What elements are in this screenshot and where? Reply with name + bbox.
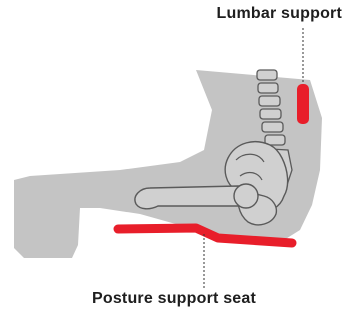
vertebra [259, 96, 280, 106]
femur [135, 186, 250, 209]
vertebra [260, 109, 281, 119]
vertebra [258, 83, 278, 93]
lumbar-support-pad [297, 84, 309, 124]
posture-support-seat-label: Posture support seat [0, 290, 348, 308]
lumbar-support-label: Lumbar support [217, 5, 342, 23]
vertebra [257, 70, 277, 80]
vertebra [262, 122, 283, 132]
femoral-head [234, 184, 258, 208]
